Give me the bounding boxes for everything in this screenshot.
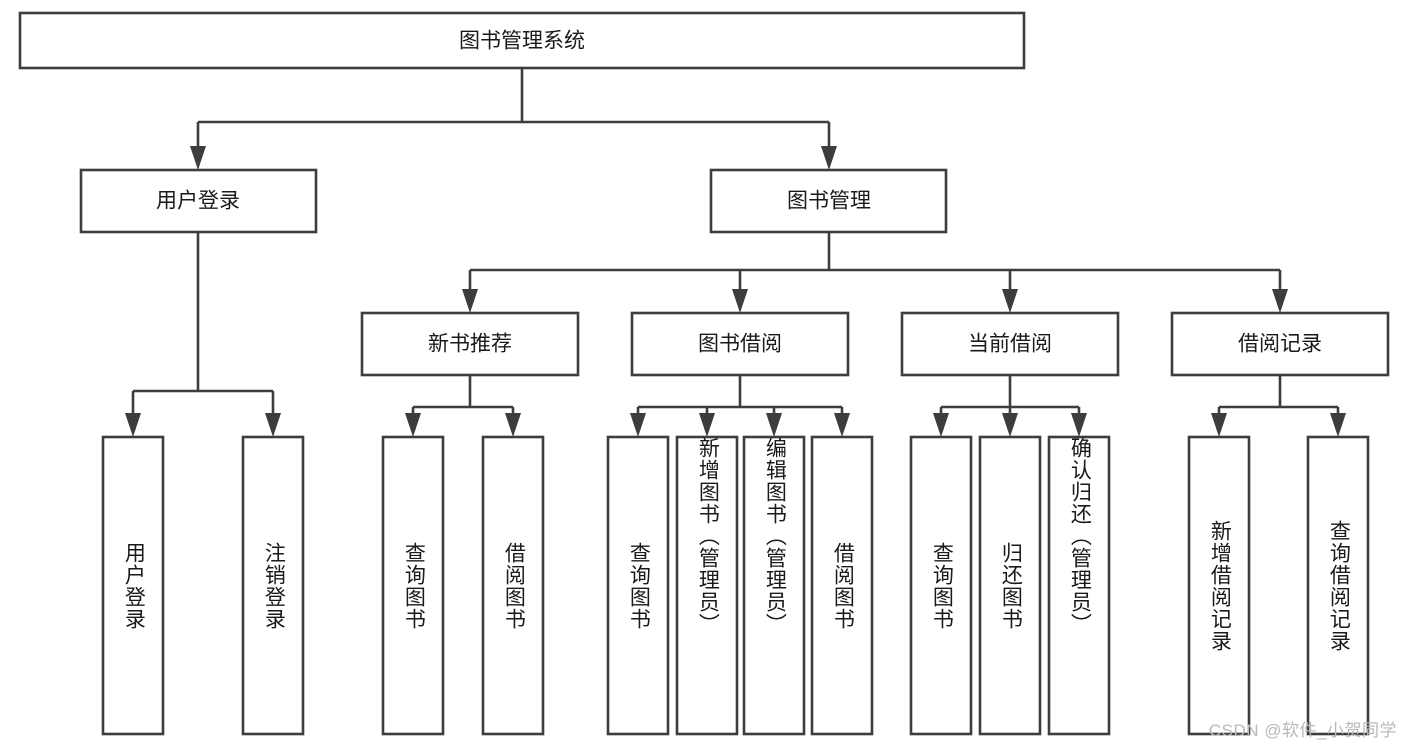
arrowhead-current-leaf-0 <box>933 413 949 437</box>
connector-group-book-borrow <box>630 375 850 437</box>
leaf-box-borrow-book[interactable] <box>810 435 874 736</box>
node-borrow-record-box[interactable] <box>1170 311 1390 377</box>
connector-group-new-book <box>405 375 521 437</box>
arrowhead-bookmgmt-record <box>1272 289 1288 313</box>
arrowhead-root-to-bookmgmt <box>821 146 837 170</box>
node-root-system-label: 图书管理系统 <box>459 30 585 53</box>
node-book-management[interactable]: 图书管理 <box>709 168 948 234</box>
connector-group-user-login <box>125 232 281 437</box>
arrowhead-bookmgmt-new <box>462 289 478 313</box>
arrowhead-root-to-login <box>190 146 206 170</box>
connector-group-current-borrow <box>933 375 1087 437</box>
node-new-book-recommend[interactable]: 新书推荐 <box>360 311 580 377</box>
node-current-borrow-label: 当前借阅 <box>968 333 1052 356</box>
arrowhead-newbook-leaf-0 <box>405 413 421 437</box>
leaf-box-user-login[interactable] <box>101 435 165 736</box>
leaf-box-add-borrow-record[interactable] <box>1187 435 1251 736</box>
arrowhead-record-leaf-1 <box>1330 413 1346 437</box>
node-borrow-record[interactable]: 借阅记录 <box>1170 311 1390 377</box>
leaf-box-query-book-current[interactable] <box>909 435 973 736</box>
arrowhead-bookmgmt-current <box>1002 289 1018 313</box>
connector-group-root <box>190 68 837 170</box>
node-user-login-box[interactable] <box>79 168 318 234</box>
node-book-borrow-box[interactable] <box>630 311 850 377</box>
arrowhead-borrow-leaf-2 <box>766 413 782 437</box>
leaf-box-borrow-book-newbook[interactable] <box>481 435 545 736</box>
arrowhead-borrow-leaf-1 <box>699 413 715 437</box>
leaf-box-edit-book-admin[interactable] <box>742 435 806 736</box>
node-user-login[interactable]: 用户登录 <box>79 168 318 234</box>
leaf-box-query-book-borrow[interactable] <box>606 435 670 736</box>
arrowhead-login-leaf-1 <box>265 413 281 437</box>
node-root-system[interactable]: 图书管理系统 <box>18 11 1026 70</box>
node-borrow-record-label: 借阅记录 <box>1238 333 1322 356</box>
arrowhead-current-leaf-1 <box>1002 413 1018 437</box>
arrowhead-newbook-leaf-1 <box>505 413 521 437</box>
csdn-watermark: CSDN @软件_小贺同学 <box>1208 721 1397 740</box>
node-root-system-box[interactable] <box>18 11 1026 70</box>
leaf-box-logout-login[interactable] <box>241 435 305 736</box>
leaf-box-add-book-admin[interactable] <box>675 435 739 736</box>
arrowhead-current-leaf-2 <box>1071 413 1087 437</box>
node-new-book-recommend-label: 新书推荐 <box>428 333 512 356</box>
node-book-management-label: 图书管理 <box>787 190 871 213</box>
leaf-box-query-book-newbook[interactable] <box>381 435 445 736</box>
connector-group-book-management <box>462 232 1288 313</box>
connector-group-borrow-record <box>1211 375 1346 437</box>
arrowhead-borrow-leaf-0 <box>630 413 646 437</box>
leaf-box-confirm-return-admin[interactable] <box>1047 435 1111 736</box>
leaf-box-query-borrow-record[interactable] <box>1306 435 1370 736</box>
node-book-borrow-label: 图书借阅 <box>698 333 782 356</box>
node-current-borrow-box[interactable] <box>900 311 1120 377</box>
arrowhead-login-leaf-0 <box>125 413 141 437</box>
node-book-management-box[interactable] <box>709 168 948 234</box>
arrowhead-record-leaf-0 <box>1211 413 1227 437</box>
node-user-login-label: 用户登录 <box>156 190 240 213</box>
leaf-box-return-book[interactable] <box>978 435 1042 736</box>
arrowhead-borrow-leaf-3 <box>834 413 850 437</box>
leaf-boxes <box>101 435 1370 736</box>
node-current-borrow[interactable]: 当前借阅 <box>900 311 1120 377</box>
node-new-book-recommend-box[interactable] <box>360 311 580 377</box>
arrowhead-bookmgmt-borrow <box>732 289 748 313</box>
node-book-borrow[interactable]: 图书借阅 <box>630 311 850 377</box>
